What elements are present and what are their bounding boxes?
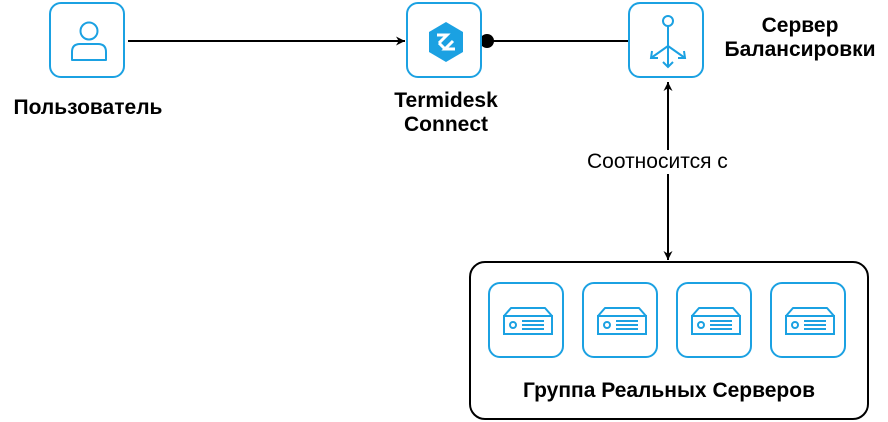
user-label: Пользователь — [13, 96, 163, 119]
server-node-2[interactable] — [582, 282, 658, 358]
real-servers-group[interactable]: Группа Реальных Серверов — [469, 261, 869, 420]
termidesk-logo-icon — [429, 22, 463, 62]
real-servers-group-label: Группа Реальных Серверов — [523, 379, 815, 402]
termidesk-connect-label: Termidesk Connect — [394, 89, 498, 136]
server-icon — [503, 307, 553, 335]
server-icon — [597, 307, 647, 335]
load-balancer-node[interactable] — [628, 2, 704, 78]
server-icon — [785, 307, 835, 335]
edge-start-dot — [480, 34, 494, 48]
load-balancer-icon — [649, 15, 687, 69]
edge-label-correlates: Соотносится с — [585, 150, 730, 174]
load-balancer-label: Сервер Балансировки — [724, 14, 876, 61]
server-node-1[interactable] — [488, 282, 564, 358]
user-node[interactable] — [49, 2, 125, 78]
termidesk-connect-node[interactable] — [406, 2, 482, 78]
server-icon — [691, 307, 741, 335]
user-icon — [71, 21, 107, 61]
server-node-3[interactable] — [676, 282, 752, 358]
server-node-4[interactable] — [770, 282, 846, 358]
